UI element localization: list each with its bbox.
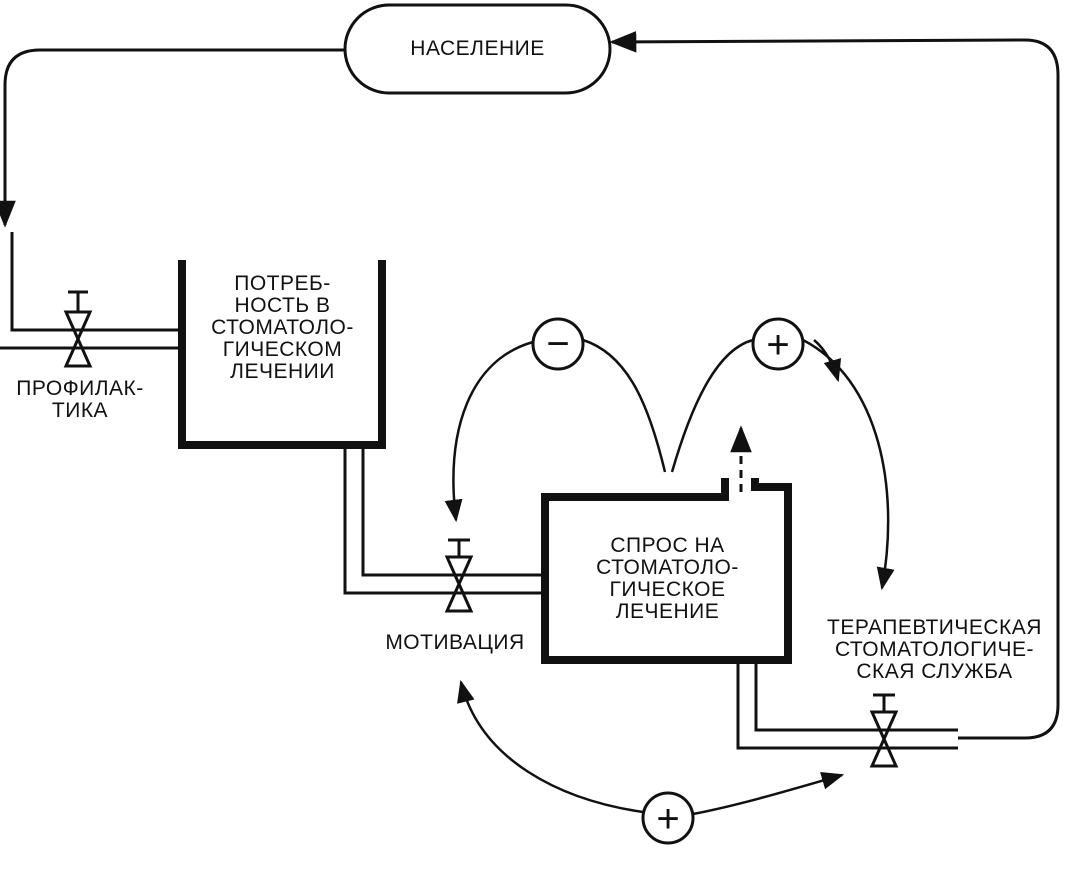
demand-label-line: ГИЧЕСКОЕ: [609, 578, 726, 601]
demand-label-line: ЛЕЧЕНИЕ: [615, 600, 720, 623]
service-label-line: ТЕРАПЕВТИЧЕСКАЯ: [827, 616, 1042, 639]
negative-influence-circle: [531, 317, 585, 371]
need-label: ПОТРЕБ- НОСТЬ В СТОМАТОЛО- ГИЧЕСКОМ ЛЕЧЕ…: [190, 273, 375, 383]
service-to-population-arrow: [609, 31, 1060, 740]
population-to-prevention-arrow: [0, 48, 345, 228]
service-valve[interactable]: [869, 693, 899, 768]
population-label: НАСЕЛЕНИЕ: [410, 37, 545, 60]
demand-tank: [541, 478, 792, 664]
negative-influence-sign: −: [546, 322, 569, 366]
positive-bottom-to-motivation-arrow: [457, 679, 644, 814]
demand-to-positive-arc: [670, 338, 754, 473]
service-label-line: СТОМАТОЛОГИЧЕ-: [834, 638, 1035, 661]
need-tank: [178, 260, 386, 449]
demand-label: СПРОС НА СТОМАТОЛО- ГИЧЕСКОЕ ЛЕЧЕНИЕ: [560, 535, 775, 623]
motivation-label: МОТИВАЦИЯ: [385, 631, 525, 654]
demand-label-line: СТОМАТОЛО-: [596, 556, 739, 579]
prevention-label-line: ТИКА: [51, 399, 109, 422]
need-label-line: ГИЧЕСКОМ: [222, 338, 343, 361]
service-pipe: [736, 660, 958, 750]
need-label-line: ПОТРЕБ-: [234, 272, 331, 295]
need-label-line: НОСТЬ В: [234, 294, 331, 317]
service-label-line: СКАЯ СЛУЖБА: [856, 660, 1013, 683]
service-label: ТЕРАПЕВТИЧЕСКАЯ СТОМАТОЛОГИЧЕ- СКАЯ СЛУЖ…: [792, 617, 1077, 683]
positive-influence-sign-top: +: [766, 323, 789, 367]
prevention-label-line: ПРОФИЛАК-: [16, 377, 144, 400]
positive-to-demand-loop-arrow: [813, 339, 842, 383]
prevention-label: ПРОФИЛАК- ТИКА: [0, 378, 160, 422]
positive-influence-circle-bottom: [641, 791, 695, 845]
motivation-valve[interactable]: [444, 538, 474, 613]
demand-to-negative-arc: [582, 338, 667, 473]
demand-label-line: СПРОС НА: [610, 534, 725, 557]
need-label-line: СТОМАТОЛО-: [211, 316, 354, 339]
prevention-valve[interactable]: [63, 290, 93, 368]
positive-influence-sign-bottom: +: [656, 797, 679, 841]
positive-to-service-arrow: [802, 338, 895, 591]
need-to-demand-pipe: [343, 445, 545, 595]
need-label-line: ЛЕЧЕНИИ: [230, 360, 335, 383]
positive-influence-circle-top: [751, 317, 805, 371]
positive-bottom-to-service-arrow: [692, 771, 845, 816]
negative-to-motivation-arrow: [444, 340, 534, 523]
prevention-pipe: [0, 232, 182, 350]
